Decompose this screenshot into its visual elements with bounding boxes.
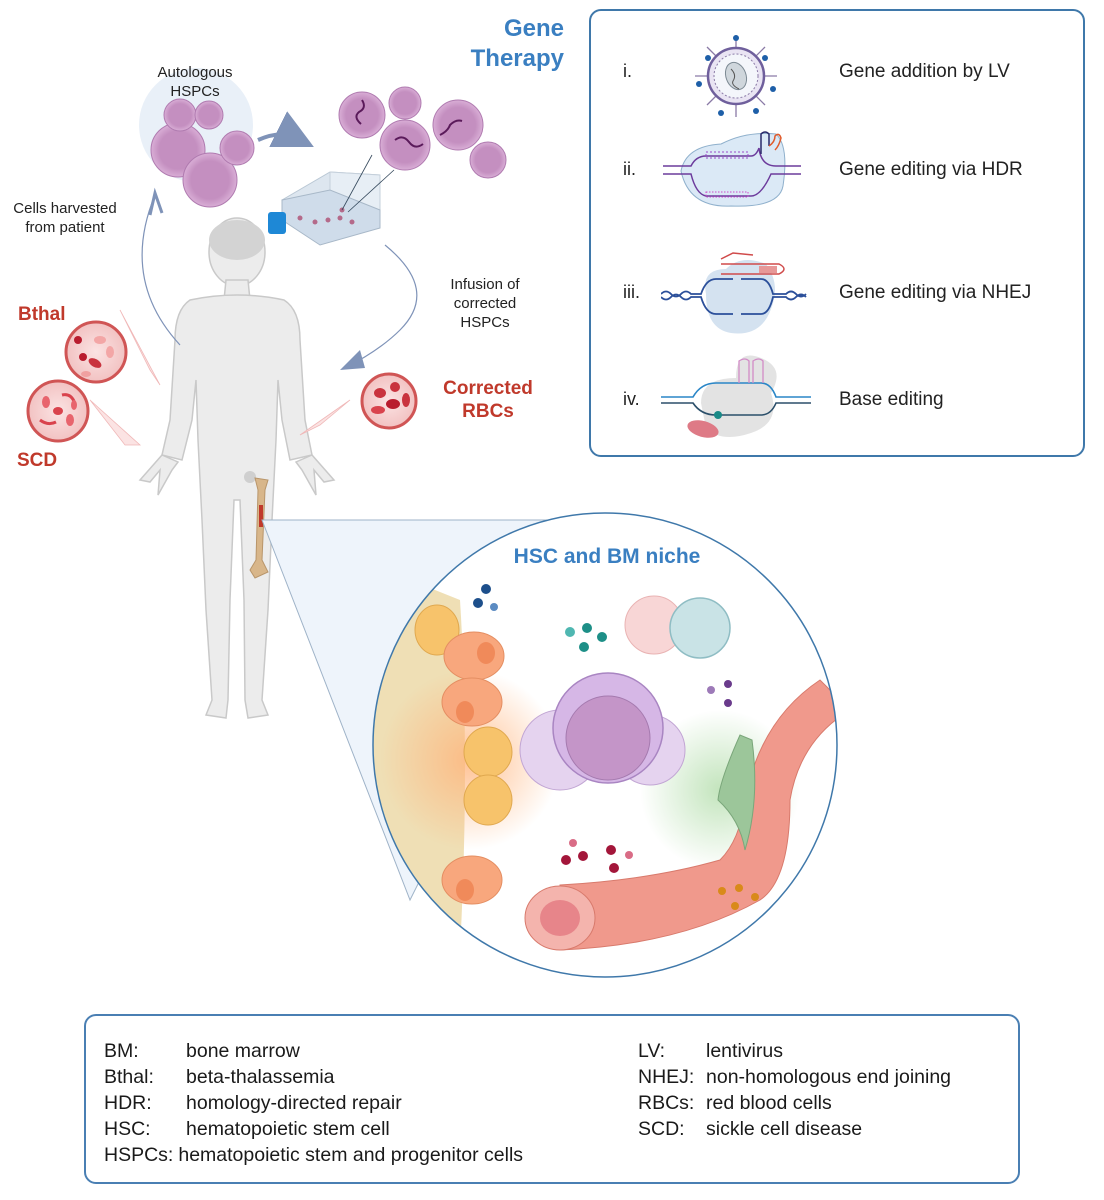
abbreviation-entry: Bthal: beta-thalassemia (104, 1064, 523, 1090)
harvest-label: Cells harvested from patient (0, 199, 130, 237)
method-label: Base editing (839, 389, 944, 410)
abbreviations-legend: BM: bone marrow Bthal: beta-thalassemia … (84, 1014, 1020, 1184)
abbreviation-value: lentivirus (706, 1040, 783, 1062)
label-line: HSPCs (460, 314, 510, 331)
patient-hair (209, 220, 265, 260)
corrected-hspcs-cluster (338, 86, 507, 179)
label-line: Autologous (157, 64, 233, 81)
label-line: RBCs (462, 401, 514, 422)
niche-title: HSC and BM niche (513, 545, 701, 568)
abbreviation-value: bone marrow (186, 1040, 300, 1062)
nhej-editing-icon (661, 252, 807, 334)
title-line-2: Therapy (470, 45, 564, 72)
abbreviation-entry: HSPCs: hematopoietic stem and progenitor… (104, 1142, 523, 1168)
abbreviation-entry: NHEJ: non-homologous end joining (638, 1064, 951, 1090)
method-row-base-editing: iv. Base editing (591, 353, 1083, 438)
autologous-hspcs-label: Autologous HSPCs (140, 63, 250, 101)
abbreviation-key: LV: (638, 1040, 666, 1062)
method-label: Gene editing via HDR (839, 159, 1023, 180)
method-row-lentivirus: i. Gene addition by LV (591, 31, 1083, 117)
autologous-hspcs-dish (139, 68, 255, 208)
abbreviation-key: HSC: (104, 1118, 151, 1140)
abbreviation-value: non-homologous end joining (706, 1066, 952, 1088)
scd-blood-magnifier (26, 379, 142, 446)
culture-flask-icon (268, 154, 395, 246)
abbreviation-key: SCD: (638, 1118, 685, 1140)
method-number: ii. (623, 159, 636, 179)
patient-body (138, 217, 336, 719)
abbreviation-entry: SCD: sickle cell disease (638, 1116, 951, 1142)
bthal-blood-magnifier (64, 309, 161, 386)
abbreviation-value: homology-directed repair (186, 1092, 402, 1114)
abbreviation-value: sickle cell disease (706, 1118, 863, 1140)
abbreviation-value: red blood cells (706, 1092, 832, 1114)
abbreviation-key: HDR: (104, 1092, 152, 1114)
method-number: iii. (623, 282, 640, 302)
method-label: Gene editing via NHEJ (839, 282, 1032, 303)
abbreviations-right-column: LV: lentivirus NHEJ: non-homologous end … (638, 1038, 951, 1142)
method-label: Gene addition by LV (839, 61, 1010, 82)
abbreviation-entry: BM: bone marrow (104, 1038, 523, 1064)
abbreviation-key: RBCs: (638, 1092, 695, 1114)
label-line: Corrected (443, 378, 533, 399)
abbreviation-value: beta-thalassemia (186, 1066, 335, 1088)
scd-label: SCD (17, 450, 58, 471)
femur-bone-icon (244, 471, 269, 579)
abbreviations-left-column: BM: bone marrow Bthal: beta-thalassemia … (104, 1038, 523, 1168)
arrow-to-culture (257, 111, 314, 147)
abbreviation-entry: RBCs: red blood cells (638, 1090, 951, 1116)
lentivirus-icon (695, 35, 777, 117)
abbreviation-entry: LV: lentivirus (638, 1038, 951, 1064)
abbreviation-value: hematopoietic stem cell (186, 1118, 390, 1140)
label-line: Cells harvested (13, 200, 117, 217)
abbreviation-entry: HSC: hematopoietic stem cell (104, 1116, 523, 1142)
corrected-rbcs-label: Corrected RBCs (428, 377, 548, 423)
method-number: i. (623, 61, 632, 81)
abbreviation-entry: HDR: homology-directed repair (104, 1090, 523, 1116)
gene-therapy-methods-panel: i. Gene addition by LV ii. (589, 9, 1085, 457)
harvest-arrow (141, 194, 181, 346)
abbreviation-value: hematopoietic stem and progenitor cells (178, 1144, 524, 1166)
infusion-arrow (344, 244, 418, 369)
method-number: iv. (623, 389, 640, 409)
abbreviation-key: NHEJ: (638, 1066, 695, 1088)
bthal-label: Bthal (18, 304, 66, 325)
gene-therapy-title: Gene Therapy (462, 14, 564, 74)
label-line: Infusion of (450, 276, 520, 293)
label-line: from patient (25, 219, 105, 236)
label-line: HSPCs (170, 83, 220, 100)
method-row-nhej: iii. Gene editing via NHEJ (591, 249, 1083, 334)
hdr-editing-icon (663, 131, 801, 207)
title-line-1: Gene (503, 15, 564, 42)
method-row-hdr: ii. Gene editing via HDR (591, 126, 1083, 207)
abbreviation-key: Bthal: (104, 1066, 154, 1088)
base-editing-icon (661, 355, 811, 438)
abbreviation-key: BM: (104, 1040, 139, 1062)
infusion-label: Infusion of corrected HSPCs (430, 275, 540, 332)
label-line: corrected (453, 295, 517, 312)
corrected-rbc-magnifier (299, 372, 418, 436)
abbreviation-key: HSPCs: (104, 1144, 174, 1166)
